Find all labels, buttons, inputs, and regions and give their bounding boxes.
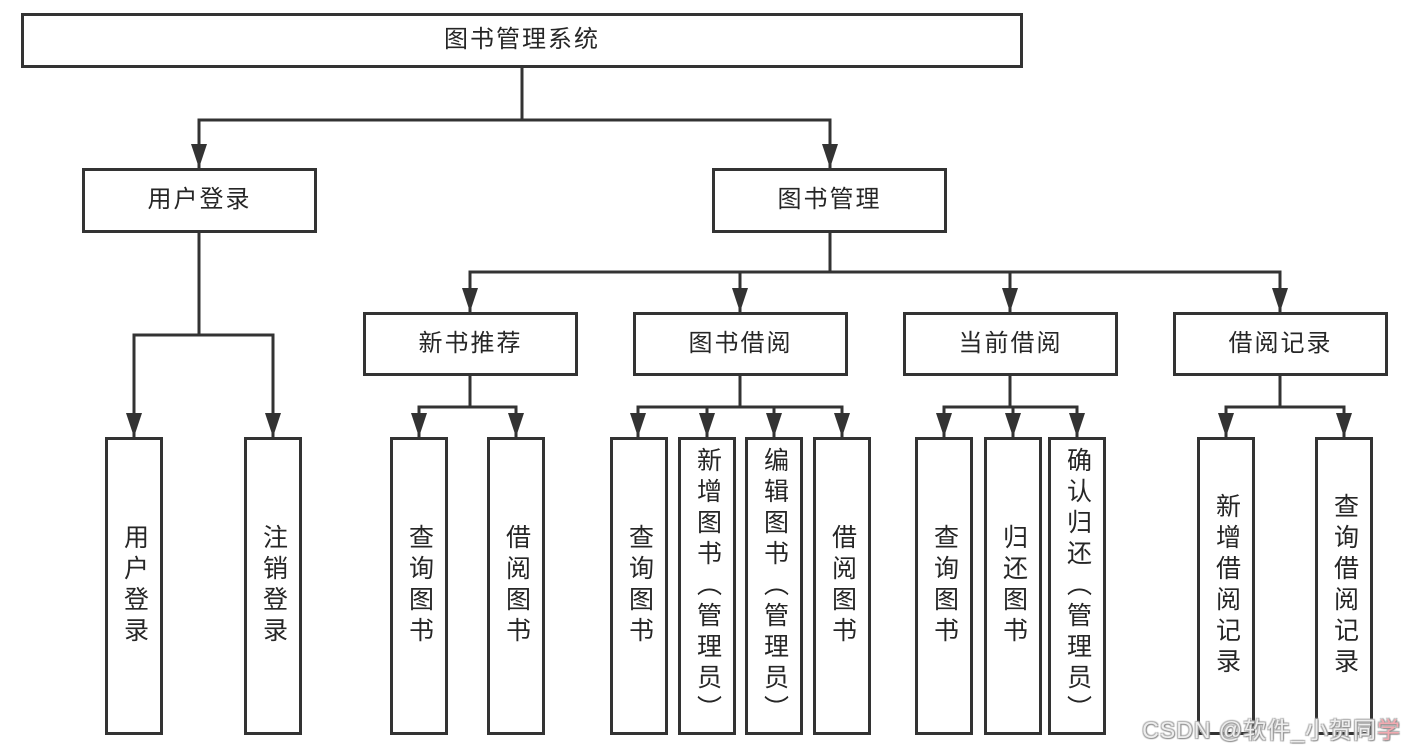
- node-current-borrowing: 当前借阅: [903, 312, 1118, 376]
- csdn-watermark: CSDN @软件_小贺同学: [1142, 711, 1401, 745]
- node-book-management: 图书管理: [712, 168, 947, 233]
- node-borrowing-records: 借阅记录: [1173, 312, 1388, 376]
- leaf-borrowing-add-book-admin: 新增图书（管理员）: [678, 437, 736, 735]
- leaf-borrowing-edit-book-admin: 编辑图书（管理员）: [745, 437, 803, 735]
- leaf-borrowing-borrow-book: 借阅图书: [813, 437, 871, 735]
- node-book-borrowing: 图书借阅: [633, 312, 848, 376]
- csdn-watermark-text: CSDN @软件_小贺同: [1142, 717, 1377, 743]
- leaf-borrowing-query-book: 查询图书: [610, 437, 668, 735]
- leaf-records-add-record: 新增借阅记录: [1197, 437, 1255, 735]
- leaf-logout: 注销登录: [244, 437, 302, 735]
- leaf-user-login: 用户登录: [105, 437, 163, 735]
- leaf-current-return-book: 归还图书: [984, 437, 1042, 735]
- leaf-records-query-record: 查询借阅记录: [1315, 437, 1373, 735]
- leaf-newbooks-query-book: 查询图书: [390, 437, 448, 735]
- csdn-watermark-tail: 学: [1377, 717, 1401, 743]
- leaf-current-query-book: 查询图书: [915, 437, 973, 735]
- leaf-current-confirm-return-admin: 确认归还（管理员）: [1048, 437, 1106, 735]
- arrowheads: [126, 144, 1352, 437]
- node-library-system: 图书管理系统: [21, 13, 1023, 68]
- leaf-newbooks-borrow-book: 借阅图书: [487, 437, 545, 735]
- tree-edges: [132, 68, 1346, 437]
- node-user-login: 用户登录: [82, 168, 317, 233]
- node-new-book-recommend: 新书推荐: [363, 312, 578, 376]
